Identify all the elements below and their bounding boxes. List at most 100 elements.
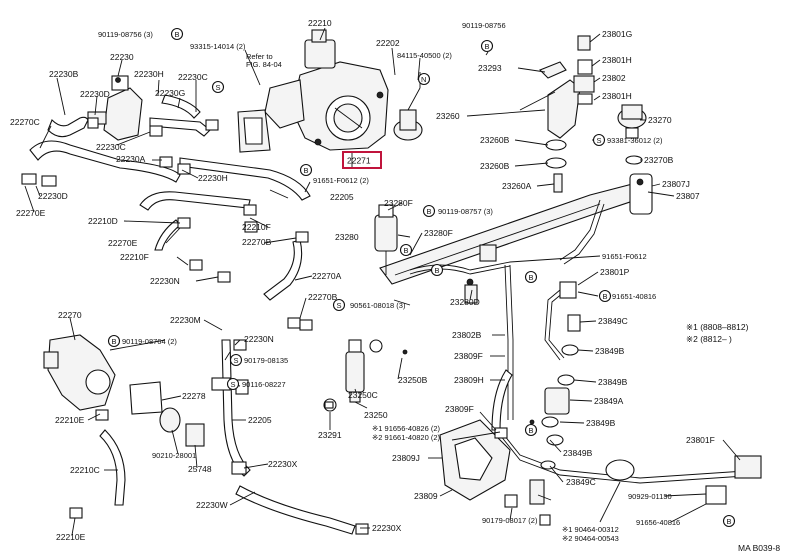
label-23849a: 23849A xyxy=(594,396,624,406)
svg-text:B: B xyxy=(427,207,432,216)
hoses-upper-left xyxy=(21,94,311,211)
label-22230h: 22230H xyxy=(198,173,228,183)
label-22270a: 22270A xyxy=(312,271,342,281)
label-22270e-mid: 22270E xyxy=(108,238,138,248)
label-23802: 23802 xyxy=(602,73,626,83)
actuator-22202 xyxy=(393,72,423,141)
part-labels: 22210 22202 90119-08756 (3) 22230 93315-… xyxy=(10,18,780,553)
label-90119-08756: 90119-08756 xyxy=(462,21,506,30)
label-23807: 23807 xyxy=(676,191,700,201)
label-22210e-bottom: 22210E xyxy=(56,532,86,542)
label-22230: 22230 xyxy=(110,52,134,62)
label-22278: 22278 xyxy=(182,391,206,401)
throttle-body xyxy=(264,29,389,151)
label-23802b: 23802B xyxy=(452,330,482,340)
label-90119-08756-3: 90119-08756 (3) xyxy=(98,30,153,39)
svg-text:B: B xyxy=(529,273,534,282)
svg-text:S: S xyxy=(216,83,221,92)
svg-text:B: B xyxy=(727,517,732,526)
svg-text:B: B xyxy=(112,337,117,346)
hoses-23809 xyxy=(439,278,551,526)
label-22270c: 22270C xyxy=(10,117,40,127)
label-90179-08135: 90179-08135 xyxy=(244,356,288,365)
label-90210-28001: 90210-28001 xyxy=(152,451,196,460)
bracket-ref xyxy=(237,109,271,153)
svg-text:S: S xyxy=(337,301,342,310)
label-23849c-b: 23849C xyxy=(566,477,596,487)
label-90561-08018: 90561-08018 (3) xyxy=(350,301,406,310)
label-22230d: 22230D xyxy=(80,89,110,99)
label-23280f: 23280F xyxy=(384,198,413,208)
label-23250c: 23250C xyxy=(348,390,378,400)
circled-symbols: B S B N B S B B B B B S B S S B B xyxy=(107,27,736,528)
label-84115-40500: 84115-40500 (2) xyxy=(397,51,452,60)
label-22270e: 22270E xyxy=(16,208,46,218)
label-22205-lower: 22205 xyxy=(248,415,272,425)
label-23849b-4: 23849B xyxy=(563,448,593,458)
label-23809f-b: 23809F xyxy=(445,404,474,414)
label-22210: 22210 xyxy=(308,18,332,28)
svg-text:B: B xyxy=(175,30,180,39)
label-23801p: 23801P xyxy=(600,267,630,277)
label-23809: 23809 xyxy=(414,491,438,501)
fuel-lines-right xyxy=(409,199,762,505)
svg-text:B: B xyxy=(485,42,490,51)
svg-text:S: S xyxy=(597,136,602,145)
svg-text:B: B xyxy=(529,426,534,435)
label-23809h: 23809H xyxy=(454,375,484,385)
label-23260b: 23260B xyxy=(480,135,510,145)
label-22230n-mid: 22230N xyxy=(244,334,274,344)
label-23849b-3: 23849B xyxy=(586,418,616,428)
leader-lines xyxy=(24,27,741,536)
injector xyxy=(323,339,408,412)
label-22230g: 22230G xyxy=(155,88,185,98)
highlight-box-22271 xyxy=(342,151,382,169)
label-23809f: 23809F xyxy=(454,351,483,361)
label-23250: 23250 xyxy=(364,410,388,420)
label-22202: 22202 xyxy=(376,38,400,48)
label-90119-08757: 90119-08757 (3) xyxy=(438,207,493,216)
label-23250b: 23250B xyxy=(398,375,428,385)
label-93381-36012: 93381-36012 (2) xyxy=(607,136,663,145)
cold-start-injector xyxy=(519,35,595,193)
label-22230w: 22230W xyxy=(196,500,228,510)
label-fig-84-04: FIG. 84-04 xyxy=(246,60,282,69)
svg-text:S: S xyxy=(231,380,236,389)
label-23293: 23293 xyxy=(478,63,502,73)
label-22270b-mid: 22270B xyxy=(308,292,338,302)
label-22230h-top: 22230H xyxy=(134,69,164,79)
label-23280d: 23280D xyxy=(450,297,480,307)
svg-text:S: S xyxy=(234,356,239,365)
label-22230x: 22230X xyxy=(268,459,298,469)
label-25748: 25748 xyxy=(188,464,212,474)
valve-22270 xyxy=(43,334,205,447)
label-91656-40816: 91656-40816 xyxy=(636,518,680,527)
footer-code: MA B039-8 xyxy=(738,543,780,553)
misc-bolts xyxy=(189,221,334,409)
label-refer-to: Refer to xyxy=(246,52,273,61)
label-93315-14014: 93315-14014 (2) xyxy=(190,42,246,51)
svg-text:B: B xyxy=(435,266,440,275)
label-22230m: 22230M xyxy=(170,315,201,325)
label-23280f-b: 23280F xyxy=(424,228,453,238)
label-91651-40816: 91651-40816 xyxy=(612,292,656,301)
label-23260: 23260 xyxy=(436,111,460,121)
label-90179-08017: 90179-08017 (2) xyxy=(482,516,538,525)
svg-text:N: N xyxy=(421,75,426,84)
label-90119-08764: 90119-08764 (2) xyxy=(122,337,177,346)
parts-drawing xyxy=(21,29,762,535)
label-22210e: 22210E xyxy=(55,415,85,425)
label-23260a: 23260A xyxy=(502,181,532,191)
label-22230c-top: 22230C xyxy=(178,72,208,82)
label-23291: 23291 xyxy=(318,430,342,440)
label-22230n: 22230N xyxy=(150,276,180,286)
label-23801g: 23801G xyxy=(602,29,632,39)
label-22210f: 22210F xyxy=(242,222,271,232)
label-91651-f0612: 91651-F0612 xyxy=(602,252,647,261)
hoses-middle-left xyxy=(154,204,309,351)
label-22230a: 22230A xyxy=(116,154,146,164)
fuel-rail xyxy=(379,173,653,285)
label-90929-01130: 90929-01130 xyxy=(628,492,672,501)
label-22210c: 22210C xyxy=(70,465,100,475)
